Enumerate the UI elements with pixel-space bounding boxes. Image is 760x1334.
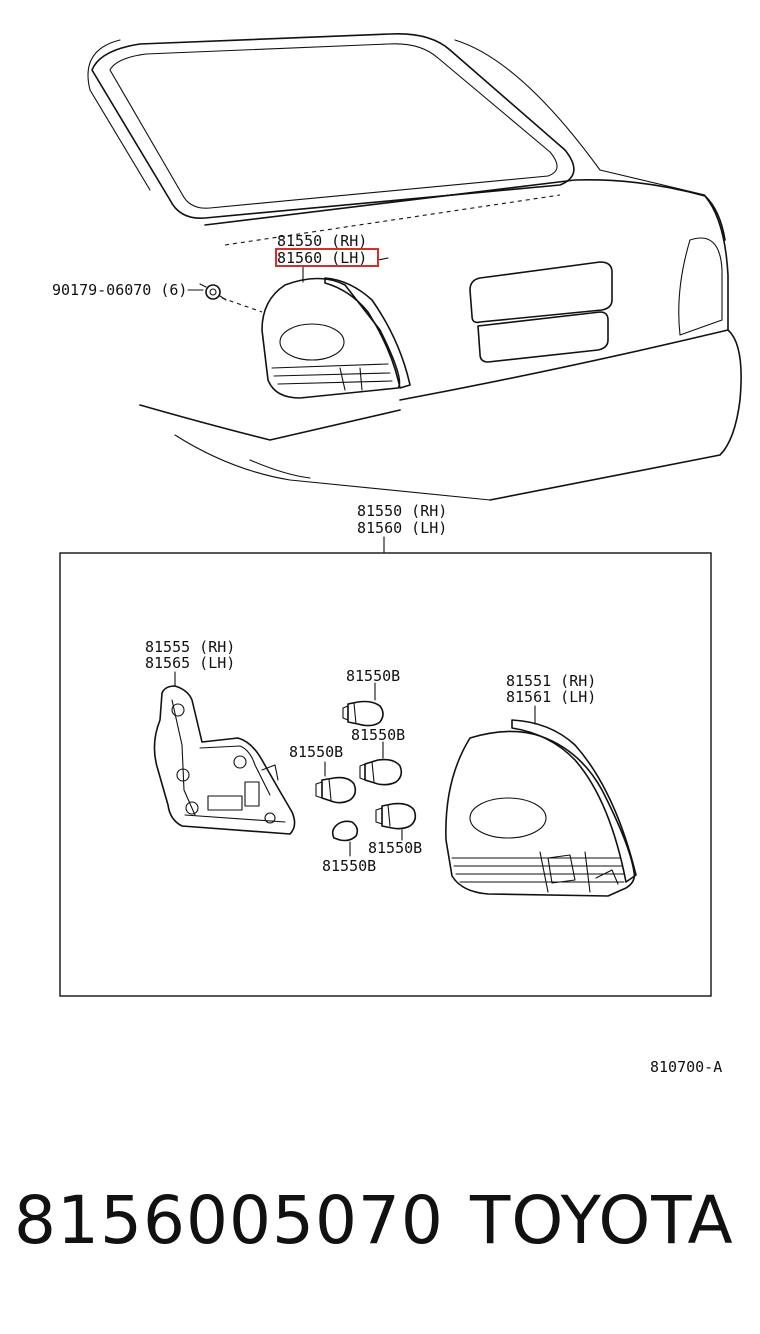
highlight-box <box>275 248 379 267</box>
car-rear-illustration <box>87 33 742 501</box>
callout-lens-lh: 81561 (LH) <box>506 688 596 706</box>
callout-bulb-3: 81550B <box>289 743 343 761</box>
callout-bulb-5: 81550B <box>322 857 376 875</box>
bulb-3 <box>315 761 357 804</box>
bulb-4 <box>375 802 417 841</box>
brand-name: TOYOTA <box>470 1182 734 1259</box>
bulb-1 <box>342 682 384 727</box>
callout-housing-lh: 81565 (LH) <box>145 654 235 672</box>
lamp-lens <box>445 719 637 897</box>
callout-bulb-1: 81550B <box>346 667 400 685</box>
callout-lh-top: 81560 (LH) <box>277 249 367 267</box>
callout-fastener: 90179-06070 (6) <box>52 281 187 299</box>
bulb-5 <box>331 820 359 857</box>
callout-assy-lh: 81560 (LH) <box>357 519 447 537</box>
callout-housing-rh: 81555 (RH) <box>145 638 235 656</box>
callout-assy-rh: 81550 (RH) <box>357 502 447 520</box>
figure-code: 810700-A <box>650 1058 722 1076</box>
callout-lens-rh: 81551 (RH) <box>506 672 596 690</box>
callout-bulb-2: 81550B <box>351 726 405 744</box>
exploded-view-frame <box>59 552 712 997</box>
part-number: 8156005070 <box>14 1182 444 1259</box>
bulb-2 <box>359 741 403 786</box>
lamp-housing <box>153 685 296 835</box>
callout-bulb-4: 81550B <box>368 839 422 857</box>
callout-rh-top: 81550 (RH) <box>277 232 367 250</box>
